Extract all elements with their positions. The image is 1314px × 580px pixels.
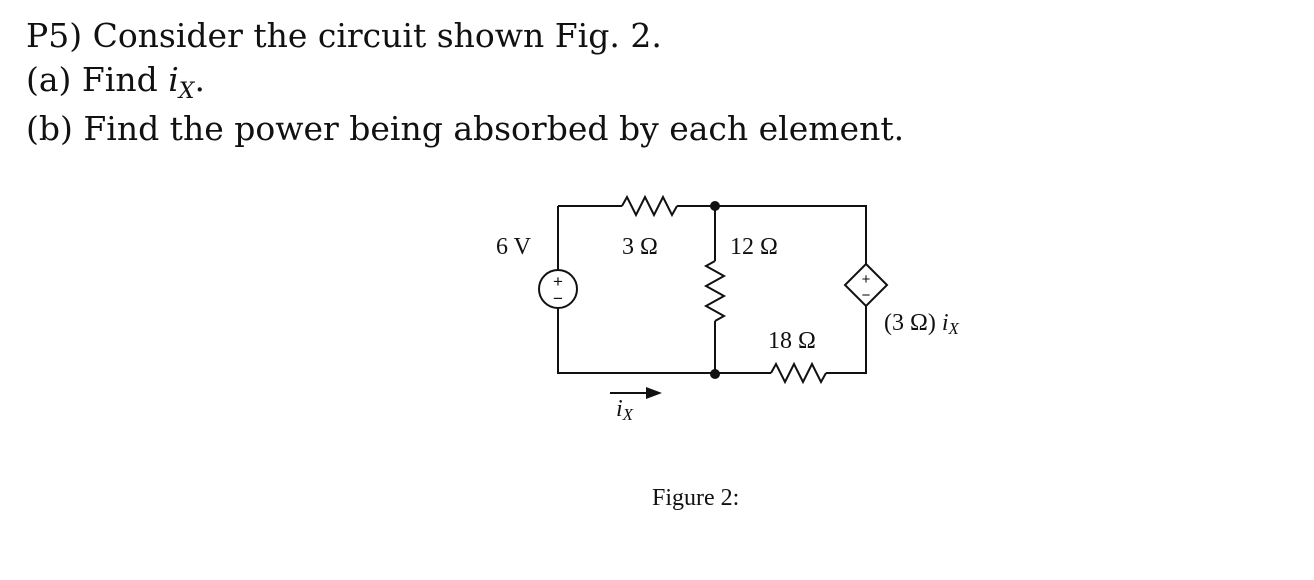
- dep-minus-sign: −: [862, 287, 871, 304]
- ix-var: i: [616, 396, 623, 422]
- ix-arrow-head: [646, 387, 662, 399]
- part-a-variable: i: [168, 60, 179, 99]
- wire-left-bottom: [557, 308, 715, 374]
- part-a-subscript: X: [178, 79, 195, 104]
- label-6v: 6 V: [496, 234, 532, 260]
- dep-label-var: i: [942, 310, 949, 336]
- source-minus-sign: −: [553, 289, 563, 308]
- part-b: (b) Find the power being absorbed by eac…: [26, 109, 905, 148]
- junction-node-top: [710, 201, 720, 211]
- ix-sub: X: [622, 405, 634, 424]
- figure-caption: Figure 2:: [652, 485, 739, 511]
- label-dependent-source: (3 Ω) iX: [884, 310, 960, 338]
- dep-label-prefix: (3 Ω): [884, 310, 942, 336]
- wire-bottom-right-right: [826, 306, 867, 374]
- dep-label-sub: X: [948, 319, 960, 338]
- source-plus-sign: +: [553, 272, 563, 291]
- junction-node-bottom: [710, 369, 720, 379]
- label-ix: iX: [616, 396, 634, 424]
- resistor-12-ohm: [703, 260, 727, 322]
- resistor-3-ohm: [621, 194, 678, 218]
- part-a-suffix: .: [194, 60, 205, 99]
- label-3-ohm: 3 Ω: [622, 234, 658, 260]
- resistor-18-ohm: [770, 361, 827, 385]
- problem-title: P5) Consider the circuit shown Fig. 2.: [26, 16, 662, 55]
- dependent-voltage-source: [843, 262, 889, 308]
- wire-top-right: [677, 205, 867, 264]
- dep-plus-sign: +: [862, 271, 871, 288]
- label-18-ohm: 18 Ω: [768, 328, 816, 354]
- label-12-ohm: 12 Ω: [730, 234, 778, 260]
- problem-statement: P5) Consider the circuit shown Fig. 2. (…: [26, 14, 904, 151]
- part-a: (a) Find iX.: [26, 58, 904, 107]
- part-a-prefix: (a) Find: [26, 60, 169, 99]
